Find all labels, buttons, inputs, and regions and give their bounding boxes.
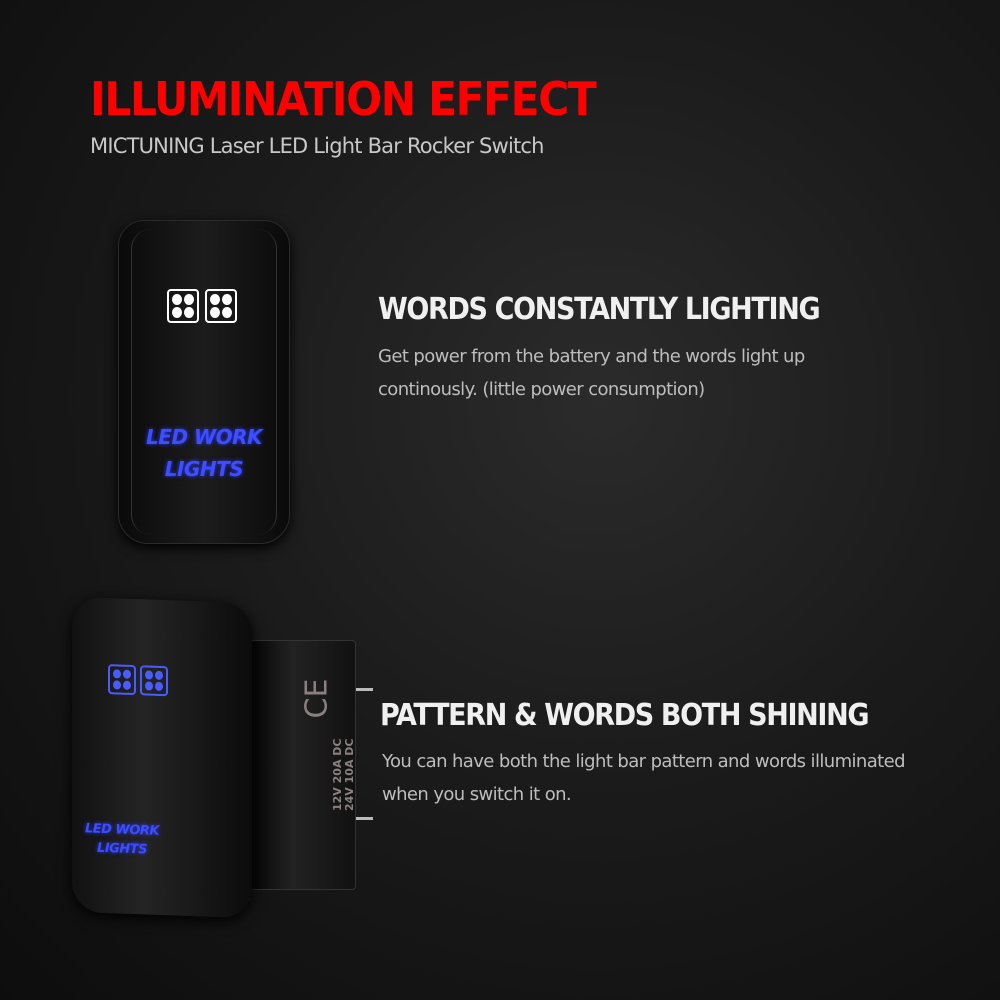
feature1-heading: WORDS CONSTANTLY LIGHTING — [378, 292, 821, 327]
switch2-label-line2: LIGHTS — [97, 840, 147, 858]
ce-mark: CE — [299, 678, 335, 719]
rocker-switch-body: CE 12V 20A DC 24V 10A DC — [250, 640, 356, 890]
feature1-text: Get power from the battery and the words… — [378, 340, 805, 406]
rocker-switch-front: LED WORK LIGHTS — [118, 220, 290, 544]
light-bar-icon — [167, 289, 237, 323]
page-title: ILLUMINATION EFFECT — [90, 72, 597, 126]
switch-label-line2: LIGHTS — [164, 457, 244, 481]
page-subtitle: MICTUNING Laser LED Light Bar Rocker Swi… — [90, 134, 544, 158]
feature2-heading: PATTERN & WORDS BOTH SHINING — [380, 698, 870, 733]
switch2-label-line1: LED WORK — [85, 821, 159, 839]
feature1-line1: Get power from the battery and the words… — [378, 346, 805, 367]
light-bar-icon — [108, 664, 168, 697]
feature1-line2: continously. (little power consumption) — [378, 379, 705, 400]
feature2-line1: You can have both the light bar pattern … — [382, 751, 906, 772]
switch-label-line1: LED WORK — [146, 425, 262, 449]
rating-line2: 24V 10A DC — [343, 738, 356, 811]
rocker-switch-angled: LED WORK LIGHTS — [72, 596, 252, 919]
feature2-line2: when you switch it on. — [382, 784, 572, 805]
feature2-text: You can have both the light bar pattern … — [382, 745, 906, 811]
